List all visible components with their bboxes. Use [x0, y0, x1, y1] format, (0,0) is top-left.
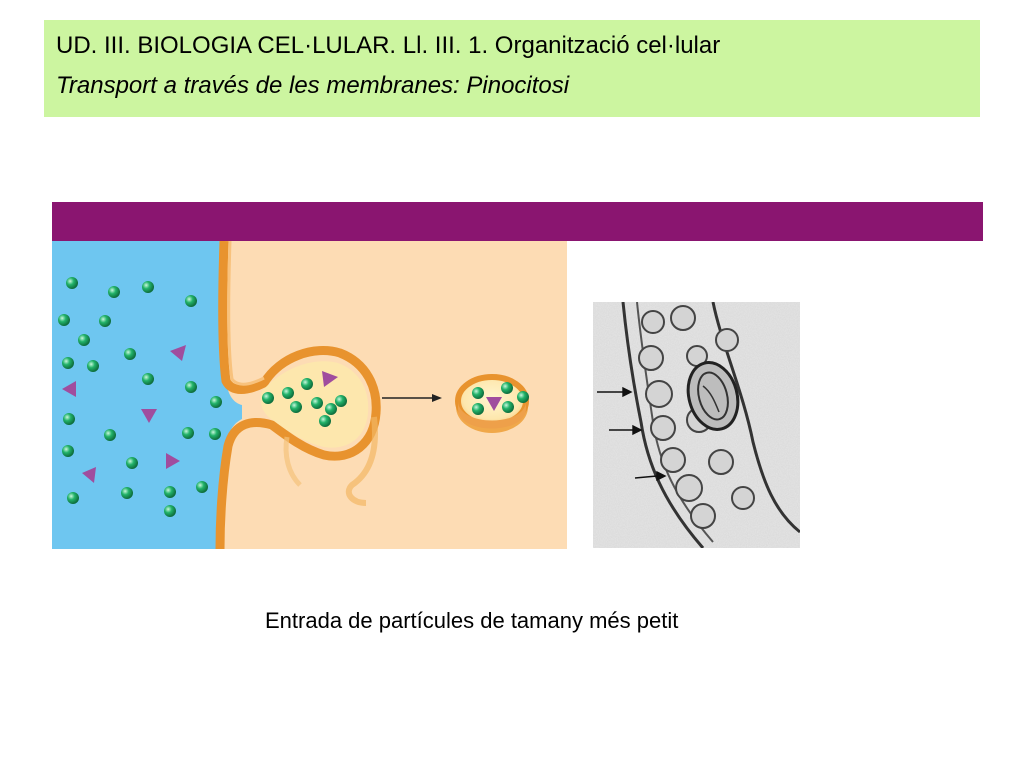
vesicle-particles	[262, 371, 347, 427]
title-box: UD. III. BIOLOGIA CEL·LULAR. Ll. III. 1.…	[44, 20, 980, 117]
extracellular-particles	[58, 277, 222, 517]
caption: Entrada de partícules de tamany més peti…	[265, 608, 679, 633]
pinocytosis-diagram	[52, 241, 567, 549]
slide-title: UD. III. BIOLOGIA CEL·LULAR. Ll. III. 1.…	[56, 32, 721, 59]
slide-subtitle: Transport a través de les membranes: Pin…	[56, 72, 570, 99]
cell-membrane	[215, 241, 381, 549]
electron-micrograph	[593, 302, 800, 548]
free-vesicle-particles	[472, 382, 529, 415]
purple-band	[52, 202, 983, 241]
extracellular-fluid	[52, 241, 242, 549]
extracellular-large-molecules	[62, 345, 186, 483]
